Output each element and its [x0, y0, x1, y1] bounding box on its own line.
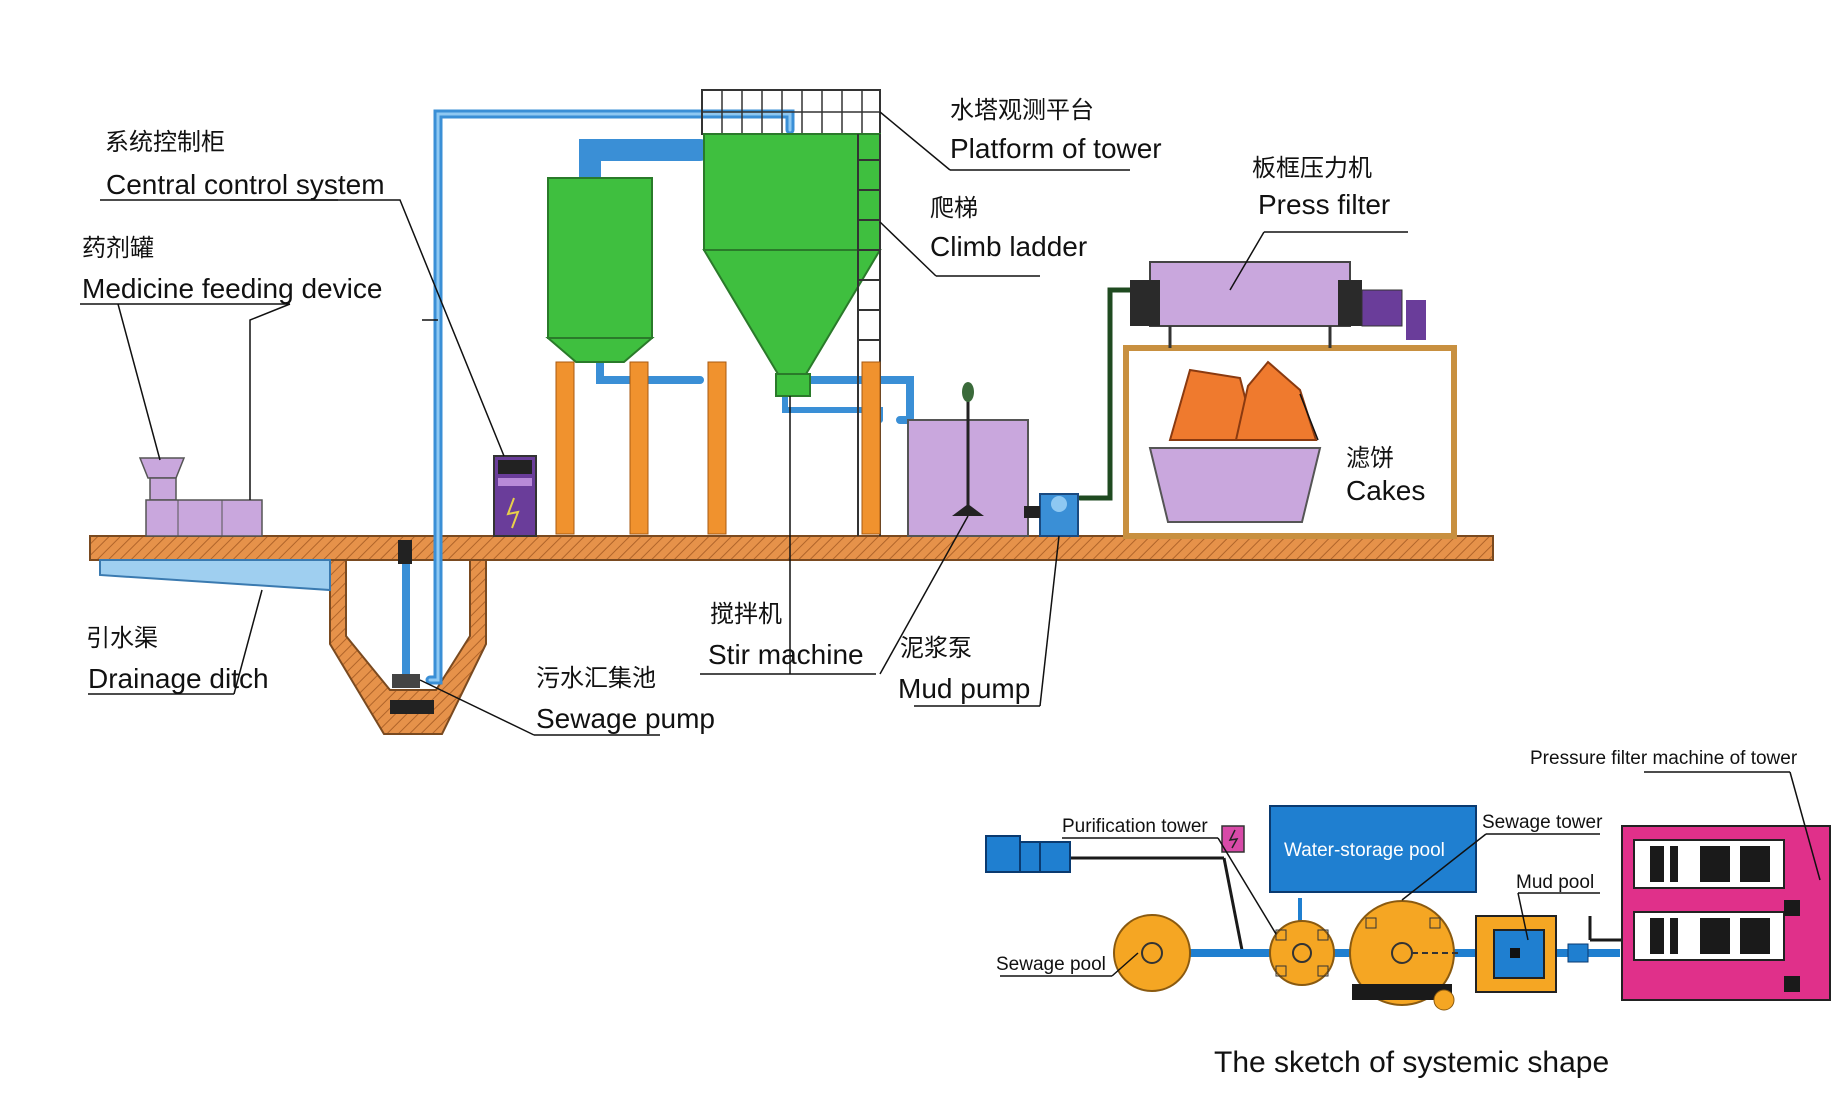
- lightning-icon: [506, 497, 520, 529]
- plan-label-mud-pool: Mud pool: [1516, 872, 1594, 893]
- settling-tank: [545, 177, 655, 535]
- platform-label-cn: 水塔观测平台: [950, 97, 1094, 124]
- stir-label-en: Stir machine: [708, 639, 864, 670]
- stir-tank: [907, 382, 1029, 537]
- plan-leader-lines: [1000, 771, 1821, 977]
- plan-sewage-pool: [1113, 914, 1191, 992]
- pipe-network: [425, 109, 1148, 685]
- plan-label-purification: Purification tower: [1062, 816, 1208, 837]
- leader-lines: [80, 111, 1408, 736]
- press-label-cn: 板框压力机: [1252, 155, 1372, 182]
- ladder-label-en: Climb ladder: [930, 231, 1087, 262]
- ground-slab: [89, 535, 1494, 735]
- plan-water-storage-pool: [1269, 805, 1477, 893]
- medicine-label-en: Medicine feeding device: [82, 273, 382, 304]
- plan-label-sewage-tower: Sewage tower: [1482, 812, 1603, 833]
- drain-label-cn: 引水渠: [86, 625, 158, 652]
- plan-view: [985, 805, 1831, 1011]
- sewage-pump-label-en: Sewage pump: [536, 703, 715, 734]
- control-label-cn: 系统控制柜: [105, 129, 225, 156]
- pump-icon: [985, 835, 1021, 873]
- press-filter: [1123, 261, 1457, 539]
- purification-tower: [701, 89, 882, 536]
- pump-icon: [1024, 493, 1079, 537]
- diagram-caption: The sketch of systemic shape: [1214, 1046, 1609, 1079]
- drainage-ditch-channel: [99, 559, 331, 592]
- plan-label-pressure-filter: Pressure filter machine of tower: [1530, 748, 1798, 769]
- cakes-label-en: Cakes: [1346, 475, 1425, 506]
- plan-label-sewage-pool: Sewage pool: [996, 954, 1106, 975]
- cakes-label-cn: 滤饼: [1346, 445, 1394, 472]
- platform-label-en: Platform of tower: [950, 133, 1162, 164]
- medicine-label-cn: 药剂罐: [82, 235, 154, 262]
- sewage-pump-label-cn: 污水汇集池: [536, 665, 656, 692]
- mud-label-en: Mud pump: [898, 673, 1030, 704]
- mud-label-cn: 泥浆泵: [900, 635, 972, 662]
- plan-purification-tower: [1269, 920, 1335, 986]
- drain-label-en: Drainage ditch: [88, 663, 269, 694]
- stir-label-cn: 搅拌机: [710, 601, 782, 628]
- plan-label-water-storage: Water-storage pool: [1284, 840, 1445, 861]
- control-cabinet-icon: [493, 455, 537, 537]
- sewage-pump: [390, 540, 434, 714]
- press-label-en: Press filter: [1258, 189, 1390, 220]
- medicine-feeding-device: [138, 457, 263, 537]
- control-label-en: Central control system: [106, 169, 385, 200]
- filter-cakes: [1148, 360, 1322, 523]
- ladder-label-cn: 爬梯: [930, 195, 978, 222]
